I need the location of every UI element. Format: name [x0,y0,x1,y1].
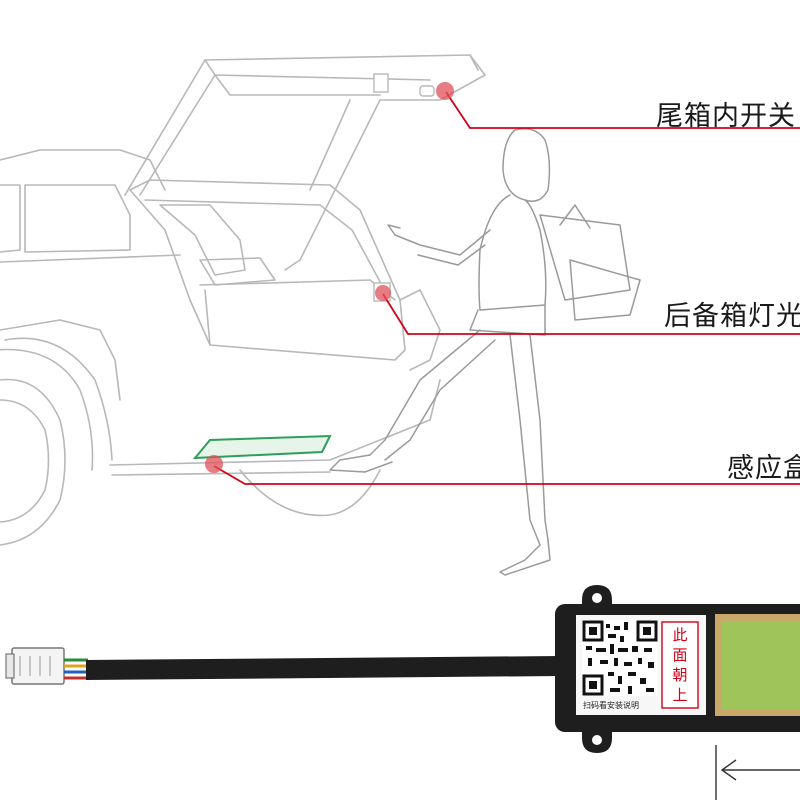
callout-dot-trunk-light [375,285,391,301]
callout-lines [213,91,800,485]
sensing-panel [722,621,800,709]
callout-label-sensor-box: 感应盒 [727,453,800,484]
face-up-char-3: 朝 [672,666,688,684]
connector-plug [5,647,88,685]
face-up-box [661,621,699,709]
callout-dot-trunk-switch [436,82,454,100]
qr-code [582,620,658,696]
car-outline [0,54,486,546]
sensor-box-highlight [192,434,332,460]
face-up-char-2: 面 [672,646,688,664]
callout-label-trunk-light: 后备箱灯光 [664,301,800,332]
qr-caption: 扫码看安装说明 [583,701,639,710]
face-up-char-4: 上 [672,686,688,704]
callout-dot-sensor-box [205,455,223,473]
face-up-char-1: 此 [672,626,688,644]
sensor-module [5,585,800,753]
switch-handle [419,85,435,97]
callout-label-trunk-switch: 尾箱内开关 [656,101,796,132]
callout-line-trunk-switch [445,91,800,129]
woman-figure [329,128,641,576]
module-cable [86,656,560,680]
dimension-arrow [715,745,800,800]
callout-line-sensor-box [213,465,800,485]
callout-line-trunk-light [382,293,800,335]
trunk-switch-marker [373,73,389,93]
